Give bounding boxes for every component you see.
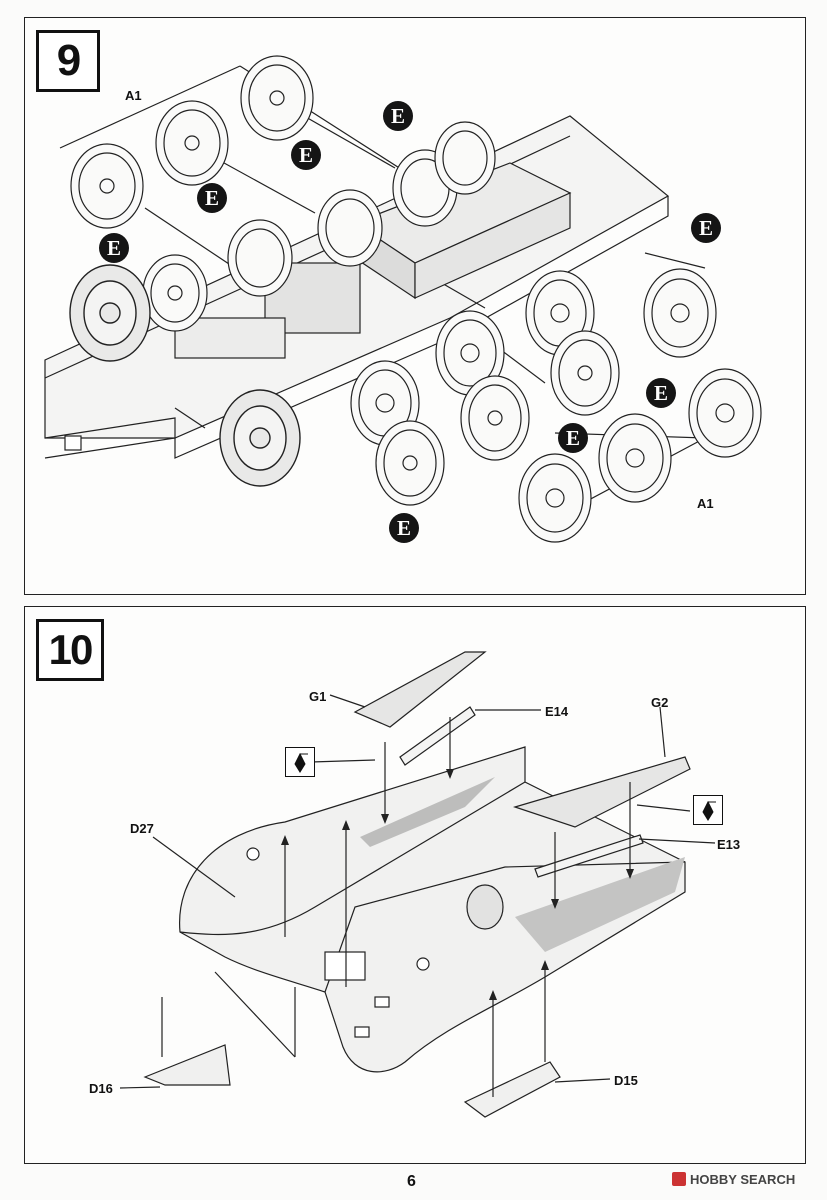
page-number: 6 — [407, 1173, 416, 1190]
fender-assembly-drawing — [119, 651, 716, 1118]
part-label-d15: D15 — [614, 1073, 638, 1088]
part-label-d16: D16 — [89, 1081, 113, 1096]
road-wheel-icon — [70, 55, 762, 543]
part-badge-e: E — [558, 423, 588, 453]
chassis-drawing — [44, 55, 762, 543]
glue-bottle-icon — [285, 747, 315, 777]
watermark: HOBBY SEARCH — [672, 1172, 795, 1187]
step-number-10: 10 — [36, 619, 104, 681]
part-badge-e: E — [99, 233, 129, 263]
part-label-d27: D27 — [130, 821, 154, 836]
step-10-panel: 10 — [24, 606, 806, 1164]
part-badge-e: E — [383, 101, 413, 131]
part-label-g1: G1 — [309, 689, 327, 704]
glue-bottle-icon — [693, 795, 723, 825]
part-badge-e: E — [389, 513, 419, 543]
part-label-e13: E13 — [717, 837, 741, 852]
part-badge-e: E — [291, 140, 321, 170]
part-badge-e: E — [197, 183, 227, 213]
part-badge-e: E — [691, 213, 721, 243]
part-label-e14: E14 — [545, 704, 569, 719]
step-number-9: 9 — [36, 30, 100, 92]
part-label-a1-top: A1 — [125, 88, 142, 103]
part-badge-e: E — [646, 378, 676, 408]
watermark-text: HOBBY SEARCH — [690, 1172, 796, 1187]
hobby-search-logo-icon — [672, 1172, 686, 1186]
part-label-a1-bottom: A1 — [697, 496, 714, 511]
drive-sprocket-icon — [69, 264, 301, 487]
part-label-g2: G2 — [651, 695, 669, 710]
step-9-panel: 9 — [24, 17, 806, 595]
